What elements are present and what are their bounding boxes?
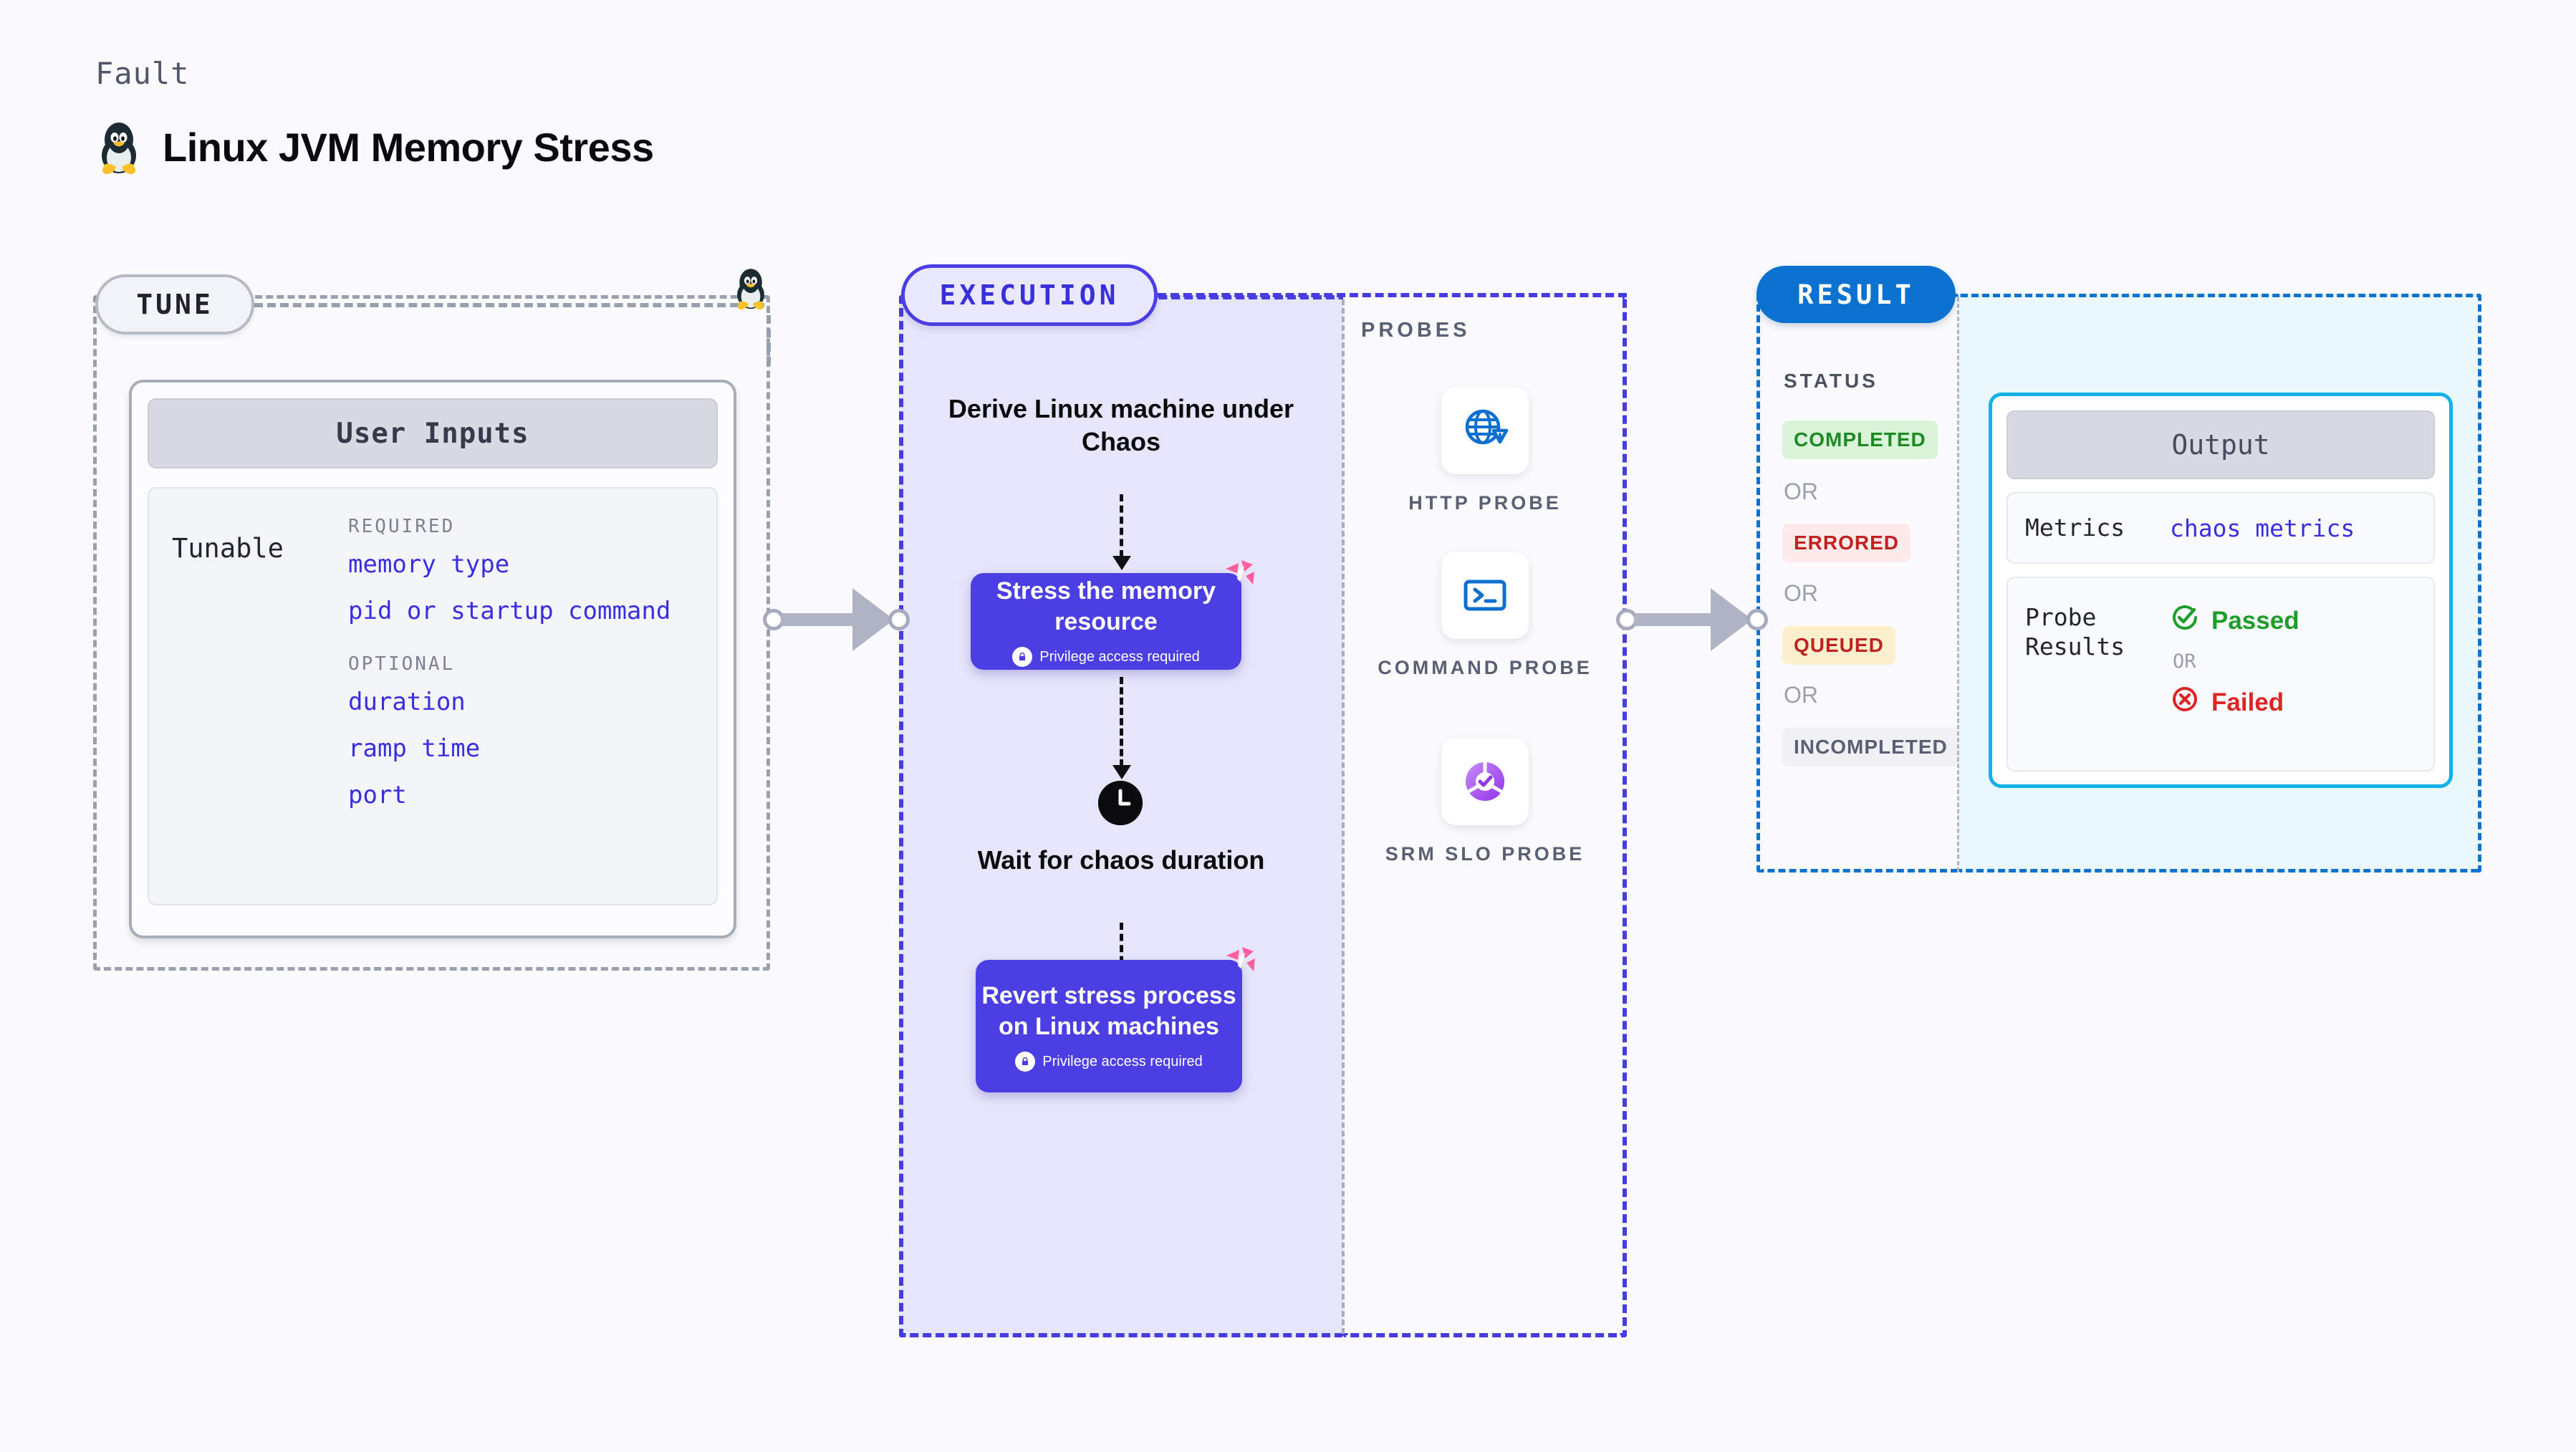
- status-badge-queued: QUEUED: [1782, 626, 1895, 665]
- verdict-or: OR: [2173, 650, 2196, 673]
- flow-arrow-3: [1120, 923, 1123, 986]
- tunable-label: Tunable: [172, 533, 284, 564]
- execution-step-derive: Derive Linux machine under Chaos: [948, 394, 1294, 457]
- status-heading: STATUS: [1784, 370, 1878, 392]
- connector-arrowhead: [852, 588, 894, 651]
- metrics-key: Metrics: [2025, 514, 2125, 542]
- execution-step-stress[interactable]: Stress the memory resource Privilege acc…: [971, 560, 1254, 670]
- harness-logo-icon: [1221, 941, 1259, 984]
- status-badge-completed: COMPLETED: [1782, 420, 1938, 459]
- status-or-3: OR: [1784, 682, 1818, 708]
- flow-arrow-1: [1120, 494, 1123, 557]
- probe-command[interactable]: COMMAND PROBE: [1343, 552, 1627, 682]
- step-title: Stress the memory resource: [996, 577, 1216, 635]
- tunable-box: Tunable REQUIRED memory type pid or star…: [148, 487, 718, 905]
- probe-label: COMMAND PROBE: [1378, 657, 1592, 678]
- tunable-item[interactable]: pid or startup command: [348, 597, 671, 625]
- execution-step-revert[interactable]: Revert stress process on Linux machines …: [976, 947, 1255, 1092]
- fault-kicker: Fault: [95, 56, 190, 91]
- tunable-item[interactable]: port: [348, 781, 407, 809]
- tune-chip[interactable]: TUNE: [95, 274, 254, 335]
- flow-arrow-1-head: [1112, 556, 1131, 570]
- step-title: Revert stress process on Linux machines: [981, 982, 1236, 1040]
- group-title-optional: OPTIONAL: [348, 653, 456, 675]
- user-inputs-card: User Inputs Tunable REQUIRED memory type…: [129, 380, 736, 938]
- result-chip[interactable]: RESULT: [1756, 266, 1956, 323]
- metrics-value-link[interactable]: chaos metrics: [2170, 514, 2355, 542]
- tune-panel: [93, 295, 770, 971]
- privilege-note: Privilege access required: [1012, 647, 1200, 667]
- probe-srm-slo[interactable]: SRM SLO PROBE: [1343, 738, 1627, 868]
- connector-tune-to-execution: [763, 587, 910, 652]
- probe-http[interactable]: HTTP PROBE: [1343, 387, 1627, 517]
- tune-dashed-connector: [254, 303, 764, 307]
- verdict-passed-label: Passed: [2211, 606, 2299, 635]
- execution-chip[interactable]: EXECUTION: [901, 264, 1158, 326]
- status-or-1: OR: [1784, 479, 1818, 504]
- lock-icon: [1015, 1052, 1036, 1072]
- connector-execution-to-result: [1616, 587, 1768, 652]
- probes-divider: [1342, 299, 1345, 1334]
- tune-dashed-stem: [766, 315, 771, 365]
- tunable-list: REQUIRED memory type pid or startup comm…: [348, 516, 671, 827]
- execution-top-dashed-edge: [1158, 293, 1627, 297]
- connector-line: [781, 613, 863, 626]
- harness-logo-icon: [1220, 554, 1259, 597]
- check-circle-icon: [2170, 602, 2200, 639]
- probe-label: SRM SLO PROBE: [1385, 843, 1585, 865]
- probe-label: HTTP PROBE: [1408, 492, 1562, 514]
- status-badge-incompleted: INCOMPLETED: [1782, 728, 1959, 766]
- status-or-2: OR: [1784, 580, 1818, 606]
- execution-step-wait: Wait for chaos duration: [977, 845, 1265, 875]
- probes-title: PROBES: [1361, 319, 1471, 342]
- page-title-text: Linux JVM Memory Stress: [163, 124, 654, 170]
- user-inputs-header: User Inputs: [148, 398, 718, 468]
- probe-verdicts: Passed OR Failed: [2170, 602, 2299, 721]
- flow-arrow-2-head: [1112, 765, 1131, 779]
- privilege-note: Privilege access required: [1015, 1052, 1203, 1072]
- verdict-failed: Failed: [2170, 684, 2299, 721]
- tunable-item[interactable]: ramp time: [348, 734, 481, 763]
- page-title: Linux JVM Memory Stress: [95, 118, 654, 176]
- lock-icon: [1012, 647, 1033, 667]
- linux-penguin-icon: [95, 118, 143, 176]
- tunable-item[interactable]: duration: [348, 688, 466, 716]
- terminal-prompt-icon: [1441, 552, 1529, 639]
- metrics-row: Metrics chaos metrics: [2007, 492, 2435, 564]
- flow-arrow-2: [1120, 677, 1123, 766]
- slo-donut-check-icon: [1441, 738, 1529, 825]
- connector-arrowhead: [1711, 588, 1752, 651]
- connector-end-dot: [888, 609, 910, 630]
- privilege-text: Privilege access required: [1039, 648, 1200, 665]
- verdict-failed-label: Failed: [2211, 688, 2284, 716]
- linux-penguin-icon: [732, 265, 769, 311]
- x-circle-icon: [2170, 684, 2200, 721]
- privilege-text: Privilege access required: [1042, 1053, 1203, 1069]
- group-title-required: REQUIRED: [348, 516, 456, 537]
- connector-line: [1634, 613, 1721, 626]
- globe-warning-icon: [1441, 387, 1529, 474]
- result-panel-divider: [1957, 297, 1959, 872]
- verdict-passed: Passed: [2170, 602, 2299, 639]
- status-badge-errored: ERRORED: [1782, 524, 1911, 562]
- clock-icon: [1098, 781, 1143, 825]
- result-status-panel: [1756, 294, 1959, 872]
- output-header: Output: [2007, 410, 2435, 479]
- connector-end-dot: [1746, 609, 1768, 630]
- tunable-item[interactable]: memory type: [348, 550, 510, 579]
